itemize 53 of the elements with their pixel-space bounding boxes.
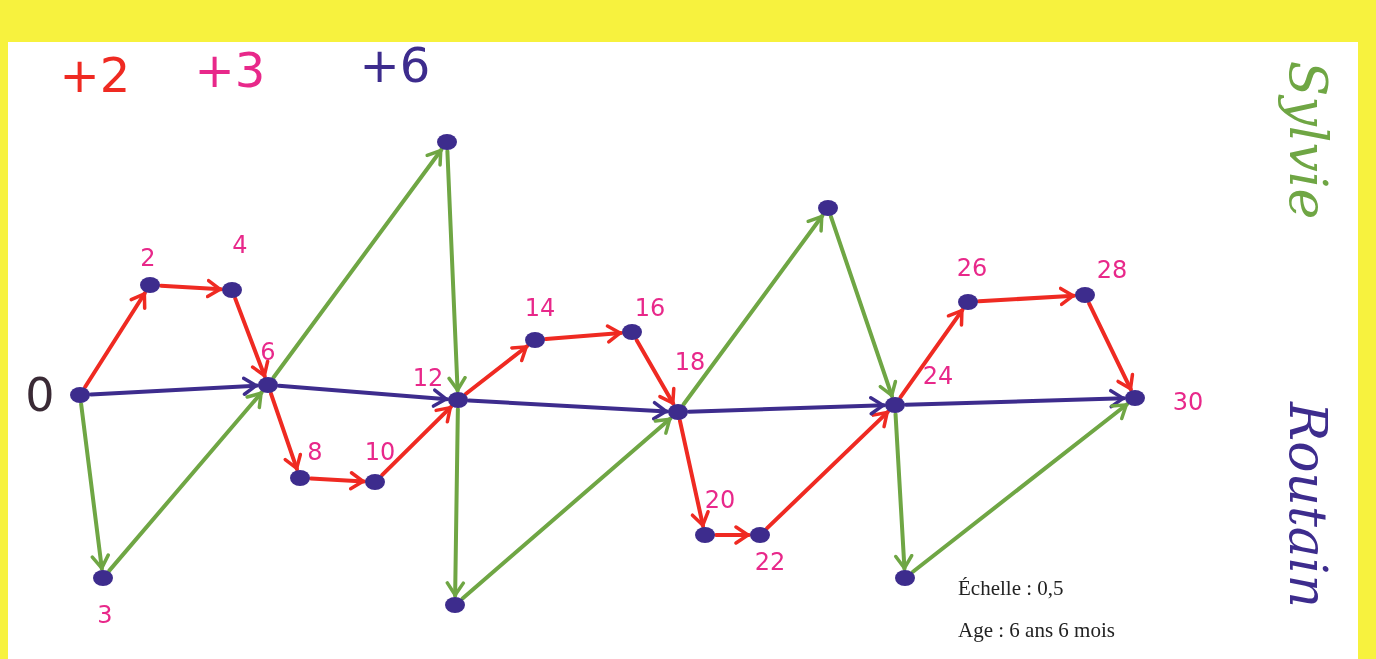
point-number: 20 — [704, 488, 736, 512]
arrow — [765, 409, 890, 531]
arrow — [380, 404, 453, 478]
point-number: 30 — [1172, 390, 1204, 414]
arrow — [893, 412, 914, 571]
arrow — [269, 391, 303, 472]
point-number: 8 — [307, 440, 323, 464]
point-number: 16 — [634, 296, 666, 320]
arrow — [107, 390, 264, 573]
arrow — [677, 418, 710, 529]
arrow — [79, 401, 110, 572]
arrow — [309, 471, 366, 491]
point-number: 12 — [412, 366, 444, 390]
arrow — [233, 296, 270, 379]
arrow — [1087, 301, 1135, 392]
arrow — [445, 407, 466, 598]
arrow — [445, 149, 467, 393]
step-label: +3 — [194, 46, 266, 94]
arrow — [898, 307, 965, 400]
note-text: Échelle : 0,5 — [958, 578, 1064, 599]
arrow — [463, 344, 530, 396]
point-number: 6 — [260, 340, 276, 364]
point-number: 28 — [1096, 258, 1128, 282]
arrow — [976, 286, 1077, 307]
step-label: +6 — [359, 41, 431, 89]
arrow — [271, 147, 444, 380]
point-number: 22 — [754, 550, 786, 574]
arrow — [276, 383, 450, 408]
point-number: 0 — [25, 372, 55, 418]
arrow — [828, 214, 898, 399]
arrow — [158, 278, 224, 299]
point-number: 18 — [674, 350, 706, 374]
arrow — [89, 376, 259, 397]
point-number: 24 — [922, 364, 954, 388]
arrow — [910, 402, 1130, 574]
point-number: 4 — [232, 233, 248, 257]
point-number: 2 — [140, 246, 156, 270]
arrow — [687, 396, 886, 416]
arrow — [904, 388, 1126, 409]
arrow — [543, 324, 624, 344]
name-text: Routain — [1282, 402, 1334, 608]
step-label: +2 — [59, 51, 131, 99]
point-number: 10 — [364, 440, 396, 464]
arrow — [467, 398, 669, 421]
point-number: 14 — [524, 296, 556, 320]
arrow — [460, 416, 673, 601]
point-number: 3 — [97, 603, 113, 627]
arrow — [634, 338, 676, 406]
arrow — [83, 291, 147, 389]
note-text: Age : 6 ans 6 mois — [958, 620, 1115, 641]
point-number: 26 — [956, 256, 988, 280]
arrow — [681, 213, 825, 407]
arrow — [714, 525, 751, 545]
